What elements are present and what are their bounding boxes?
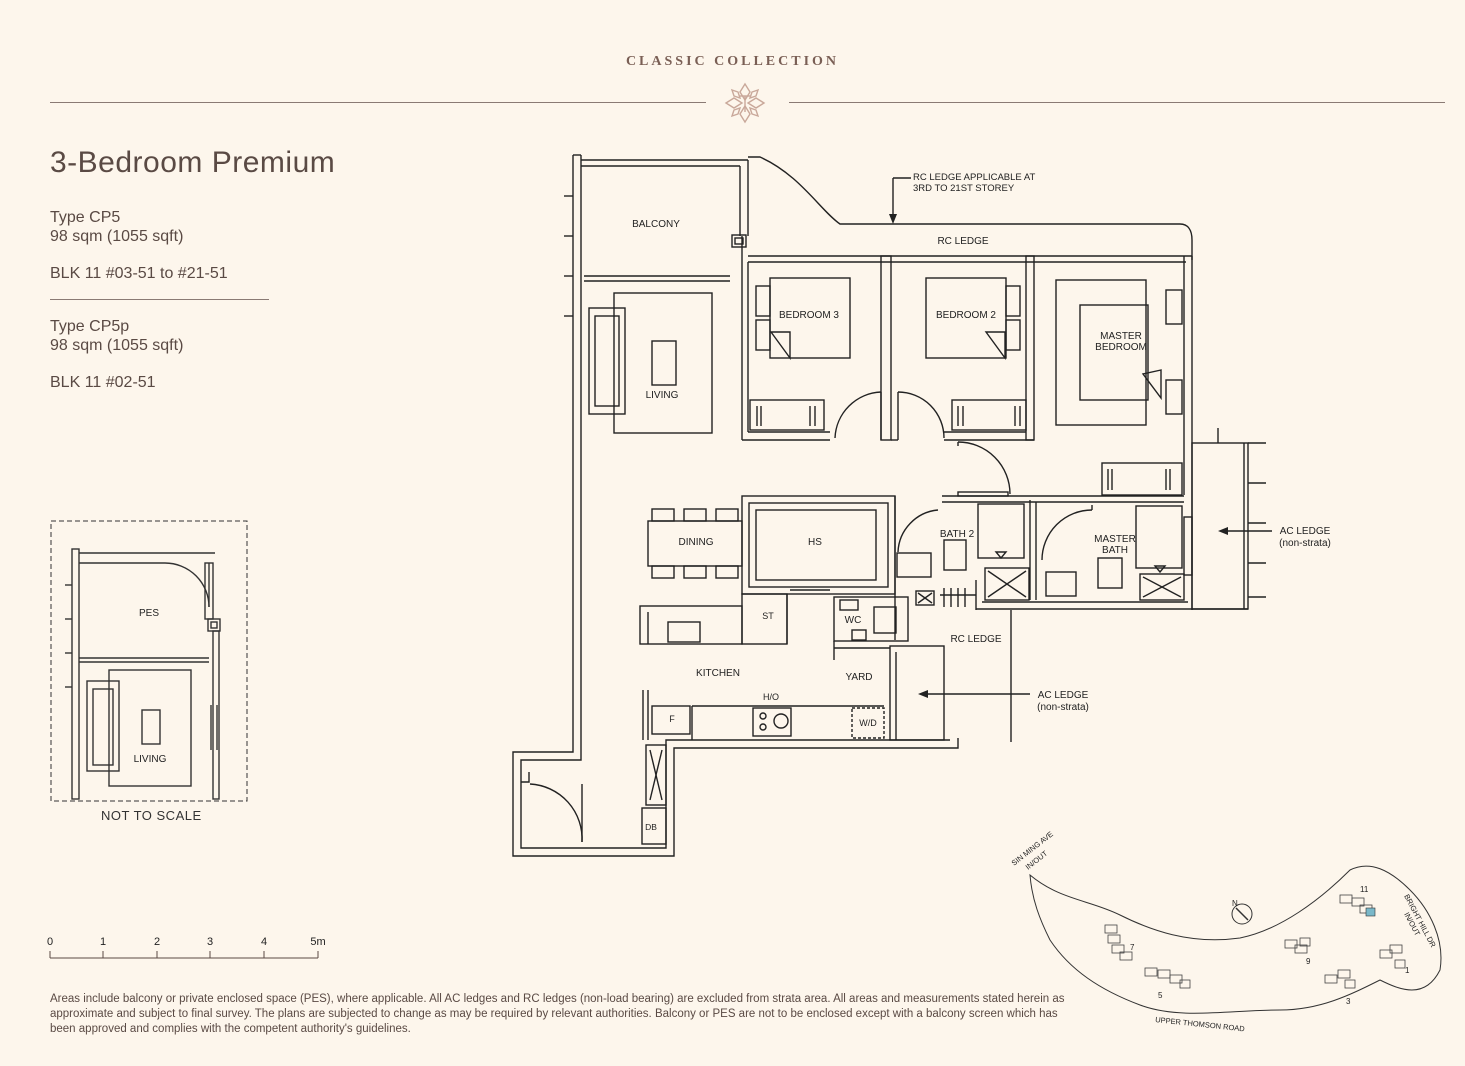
block-label: BLK 11 #02-51	[50, 374, 156, 391]
ac-ledge-mid-label-2: (non-strata)	[1037, 702, 1089, 713]
master-bedroom-label-2: BEDROOM	[1095, 342, 1147, 353]
info-divider	[50, 299, 269, 300]
block-1-label: 1	[1405, 966, 1410, 975]
block-3-label: 3	[1346, 997, 1351, 1006]
bedroom2-label: BEDROOM 2	[936, 310, 996, 321]
type-cp5-block: Type CP5 98 sqm (1055 sqft) BLK 11 #03-5…	[50, 208, 228, 283]
wd-label: W/D	[859, 718, 877, 728]
ac-ledge-right-label-1: AC LEDGE	[1280, 526, 1331, 537]
pes-label: PES	[139, 608, 159, 619]
area-label: 98 sqm (1055 sqft)	[50, 337, 184, 354]
wc-label: WC	[845, 615, 862, 626]
area-label: 98 sqm (1055 sqft)	[50, 228, 184, 245]
block-5-label: 5	[1158, 991, 1163, 1000]
master-bath-label-1: MASTER	[1094, 534, 1136, 545]
kitchen-label: KITCHEN	[696, 668, 740, 679]
scale-tick-5: 5m	[310, 936, 325, 948]
ac-ledge-right-label-2: (non-strata)	[1279, 538, 1331, 549]
rc-ledge-note-2: 3RD TO 21ST STOREY	[913, 183, 1015, 194]
not-to-scale-note: NOT TO SCALE	[101, 808, 202, 823]
rc-ledge-top-label: RC LEDGE	[937, 236, 988, 247]
dining-label: DINING	[679, 537, 714, 548]
db-label: DB	[645, 822, 657, 832]
scale-tick-3: 3	[207, 936, 213, 948]
bath2-label: BATH 2	[940, 529, 975, 540]
bedroom3-label: BEDROOM 3	[779, 310, 839, 321]
hs-label: HS	[808, 537, 822, 548]
ac-ledge-mid-label-1: AC LEDGE	[1038, 690, 1089, 701]
inset-living-label: LIVING	[134, 754, 167, 765]
scale-tick-4: 4	[261, 936, 267, 948]
block-label: BLK 11 #03-51 to #21-51	[50, 265, 228, 282]
disclaimer-text: Areas include balcony or private enclose…	[50, 993, 1065, 1035]
block-11-label: 11	[1360, 885, 1369, 894]
block-9-label: 9	[1306, 957, 1311, 966]
rc-ledge-note-1: RC LEDGE APPLICABLE AT	[913, 172, 1036, 183]
ho-label: H/O	[763, 692, 779, 702]
scale-tick-2: 2	[154, 936, 160, 948]
ornament-logo-icon	[724, 82, 766, 124]
living-label: LIVING	[646, 390, 679, 401]
type-label: Type CP5p	[50, 318, 130, 335]
type-cp5p-block: Type CP5p 98 sqm (1055 sqft) BLK 11 #02-…	[50, 317, 183, 392]
master-bath-label-2: BATH	[1102, 545, 1128, 556]
balcony-label: BALCONY	[632, 219, 680, 230]
yard-label: YARD	[845, 672, 872, 683]
scale-tick-0: 0	[47, 936, 53, 948]
st-label: ST	[762, 611, 774, 621]
header-rule-left	[50, 102, 706, 103]
block-7-label: 7	[1130, 943, 1135, 952]
upper-thomson-road-label: UPPER THOMSON ROAD	[1155, 1015, 1246, 1033]
collection-header: CLASSIC COLLECTION	[625, 54, 840, 69]
rc-ledge-mid-label: RC LEDGE	[950, 634, 1001, 645]
header-rule-right	[789, 102, 1445, 103]
scale-tick-1: 1	[100, 936, 106, 948]
master-bedroom-label-1: MASTER	[1100, 331, 1142, 342]
fridge-label: F	[669, 714, 675, 724]
pes-inset-diagram: PES LIVING	[50, 520, 248, 802]
scale-bar: 0 1 2 3 4 5m	[47, 936, 326, 959]
type-label: Type CP5	[50, 209, 121, 226]
north-label: N	[1232, 899, 1238, 908]
site-plan: N 7 5 9 3 11 1 SIN MING AVE IN/OUT BRIGH…	[1010, 830, 1442, 1033]
unit-title: 3-Bedroom Premium	[50, 146, 336, 179]
